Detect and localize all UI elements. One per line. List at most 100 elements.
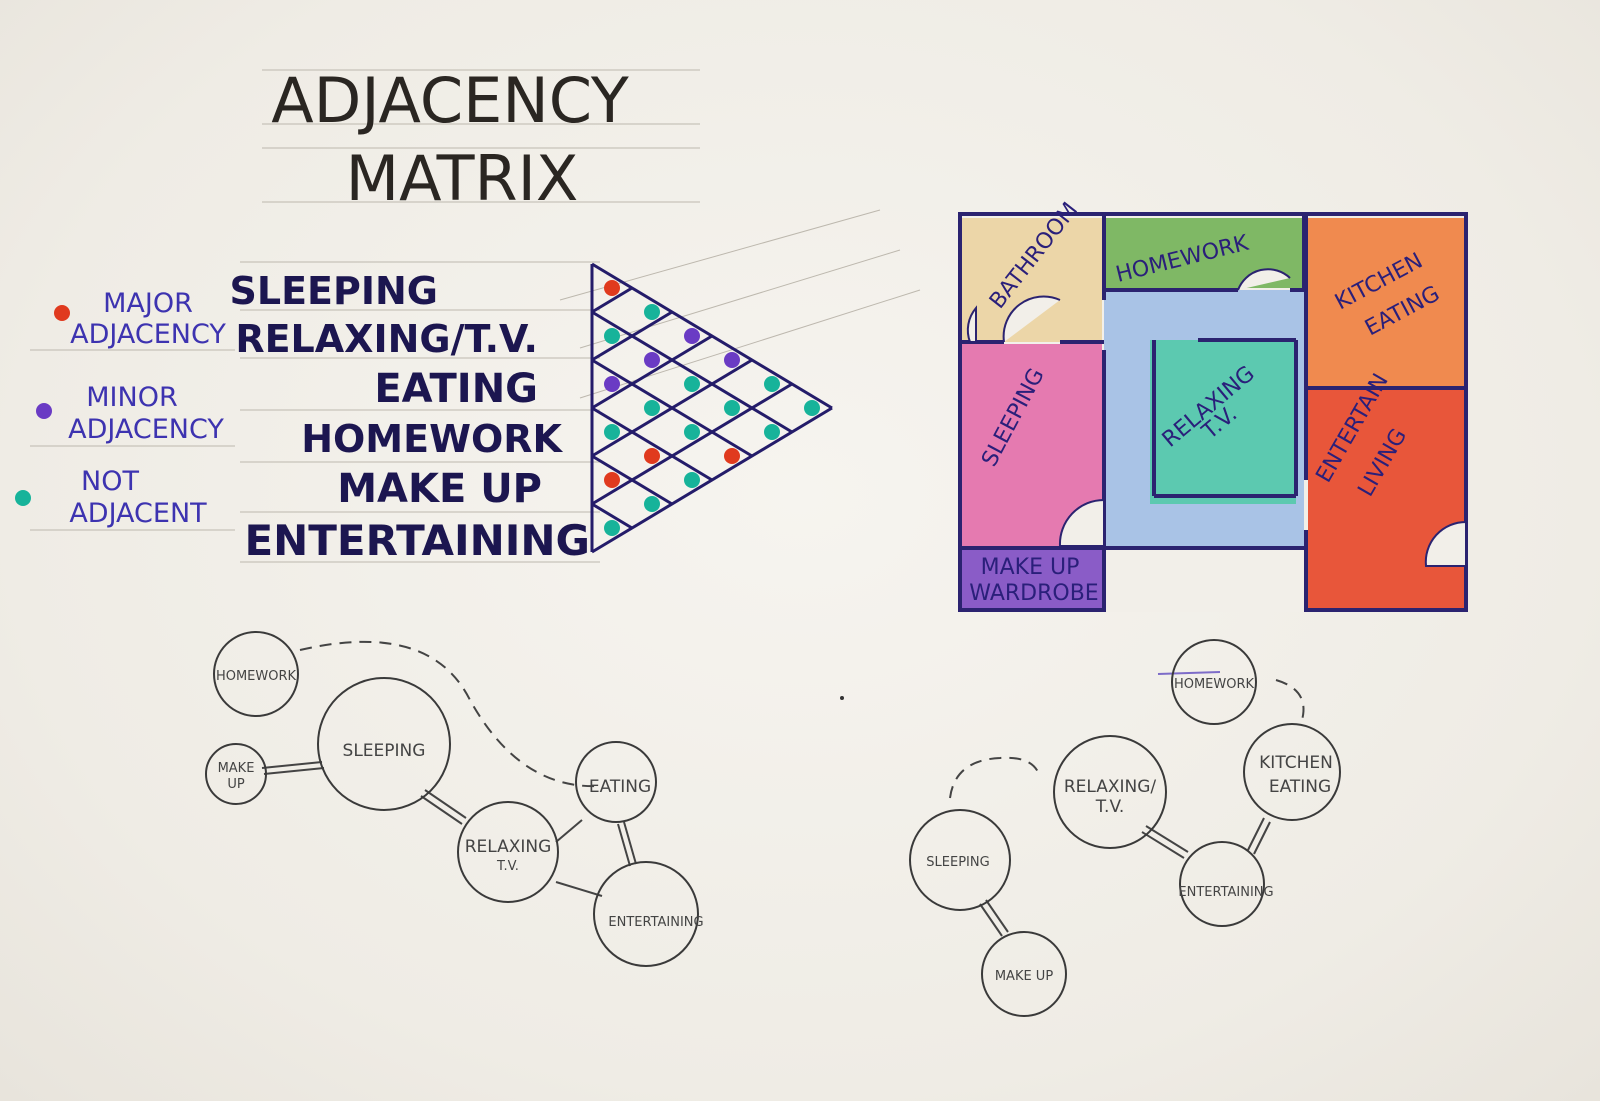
- bubble-label: MAKE UP: [995, 969, 1053, 984]
- bubble-label: EATING: [1269, 777, 1331, 797]
- bubble-diagram-1: HOMEWORK SLEEPING MAKE UP EATING RELAXIN…: [205, 631, 704, 967]
- door-bathroom-left: [966, 305, 977, 343]
- bubble-label: UP: [227, 777, 245, 792]
- sketch-mark: [1157, 671, 1221, 675]
- link: [1247, 817, 1265, 851]
- door-sleeping: [1058, 498, 1105, 547]
- matrix-dot-minor: [724, 352, 740, 368]
- bubble-label: SLEEPING: [926, 855, 989, 870]
- matrix-grid-line: [591, 406, 833, 554]
- bubble-entertaining: [1179, 841, 1265, 927]
- bubble-label: ENTERTAINING: [1178, 885, 1273, 900]
- room-relaxing: [1150, 340, 1296, 504]
- matrix-dot-not: [764, 424, 780, 440]
- floor-plan: BATHROOM HOMEWORK KITCHEN EATING SLEEPIN…: [958, 198, 1468, 612]
- link: [1145, 825, 1189, 853]
- bubble-relaxing: [1053, 735, 1167, 849]
- matrix-dot-not: [764, 376, 780, 392]
- dashed-link: [949, 756, 1039, 799]
- matrix-dot-major: [644, 448, 660, 464]
- matrix-dot-major: [604, 280, 620, 296]
- construction-line: [579, 249, 901, 349]
- matrix-grid-line: [591, 310, 793, 434]
- link: [555, 881, 603, 897]
- matrix-dot-not: [644, 496, 660, 512]
- bubble-eating: [575, 741, 657, 823]
- legend-dot-minor: [36, 403, 52, 419]
- matrix-dot-major: [724, 448, 740, 464]
- link: [420, 795, 463, 825]
- title-line-2: MATRIX: [346, 142, 579, 215]
- matrix-grid-line: [591, 502, 633, 530]
- pencil-dot: [840, 696, 844, 700]
- matrix-dot-not: [804, 400, 820, 416]
- matrix-dot-major: [604, 472, 620, 488]
- matrix-grid-line: [591, 286, 633, 314]
- title-line-1: ADJACENCY: [271, 64, 629, 137]
- matrix-dot-not: [604, 520, 620, 536]
- bubble-entertaining: [593, 861, 699, 967]
- matrix-dot-not: [684, 376, 700, 392]
- dashed-link: [299, 640, 601, 788]
- bubble-homework: [213, 631, 299, 717]
- bubble-label: EATING: [589, 777, 651, 797]
- bubble-label: RELAXING/: [1064, 777, 1157, 797]
- link: [1253, 821, 1271, 855]
- plan-interior-walls: [960, 214, 1466, 550]
- matrix-grid-line: [591, 334, 713, 410]
- matrix-dot-not: [604, 328, 620, 344]
- row-label-homework: HOMEWORK: [301, 417, 563, 461]
- matrix-dot-not: [684, 424, 700, 440]
- matrix-dot-minor: [604, 376, 620, 392]
- link: [623, 821, 637, 865]
- dashed-link: [1275, 679, 1305, 721]
- door-entertain: [1424, 520, 1467, 567]
- room-label-makeup-1: MAKE UP: [981, 555, 1080, 580]
- room-entertain: [1308, 390, 1464, 608]
- bubble-label: KITCHEN: [1259, 753, 1333, 773]
- legend-minor-line1: MINOR: [86, 382, 177, 413]
- matrix-dot-not: [644, 400, 660, 416]
- legend: MAJOR ADJACENCY MINOR ADJACENCY NOT ADJA…: [15, 288, 235, 531]
- adjacency-matrix: [590, 262, 833, 554]
- room-kitchen: [1308, 218, 1464, 386]
- matrix-grid-line: [591, 382, 793, 506]
- legend-dot-not: [15, 490, 31, 506]
- matrix-dot-not: [684, 472, 700, 488]
- bubble-homework: [1171, 639, 1257, 725]
- matrix-grid-line: [591, 358, 753, 458]
- matrix-row-labels: SLEEPING RELAXING/T.V. EATING HOMEWORK M…: [230, 269, 590, 565]
- room-label-makeup-2: WARDROBE: [969, 581, 1098, 606]
- link: [1141, 831, 1185, 859]
- room-makeup: [962, 550, 1104, 608]
- bubble-label: HOMEWORK: [1174, 677, 1255, 692]
- link: [261, 761, 323, 769]
- room-bathroom: [962, 218, 1102, 342]
- matrix-dot-minor: [644, 352, 660, 368]
- link: [424, 789, 467, 819]
- bubble-makeup: [205, 743, 267, 805]
- bubble-diagram-2: HOMEWORK RELAXING/ T.V. KITCHEN EATING S…: [909, 639, 1341, 1017]
- row-label-entertaining: ENTERTAINING: [244, 516, 590, 565]
- bubble-label: MAKE: [218, 761, 255, 776]
- legend-major-line1: MAJOR: [103, 288, 193, 319]
- matrix-dot-not: [604, 424, 620, 440]
- bubble-label: RELAXING: [465, 837, 552, 857]
- row-label-sleeping: SLEEPING: [230, 269, 438, 313]
- bubble-sleeping: [317, 677, 451, 811]
- bubble-label: SLEEPING: [343, 741, 426, 761]
- link: [617, 823, 631, 867]
- bubble-label: HOMEWORK: [216, 669, 297, 684]
- link: [979, 903, 1003, 937]
- matrix-dot-not: [724, 400, 740, 416]
- matrix-dot-not: [644, 304, 660, 320]
- legend-dot-major: [54, 305, 70, 321]
- row-label-eating: EATING: [374, 366, 538, 412]
- legend-not-line1: NOT: [81, 466, 139, 497]
- link: [985, 899, 1009, 933]
- bubble-relaxing: [457, 801, 559, 903]
- door-homework: [1237, 268, 1291, 291]
- matrix-grid-line: [591, 406, 713, 482]
